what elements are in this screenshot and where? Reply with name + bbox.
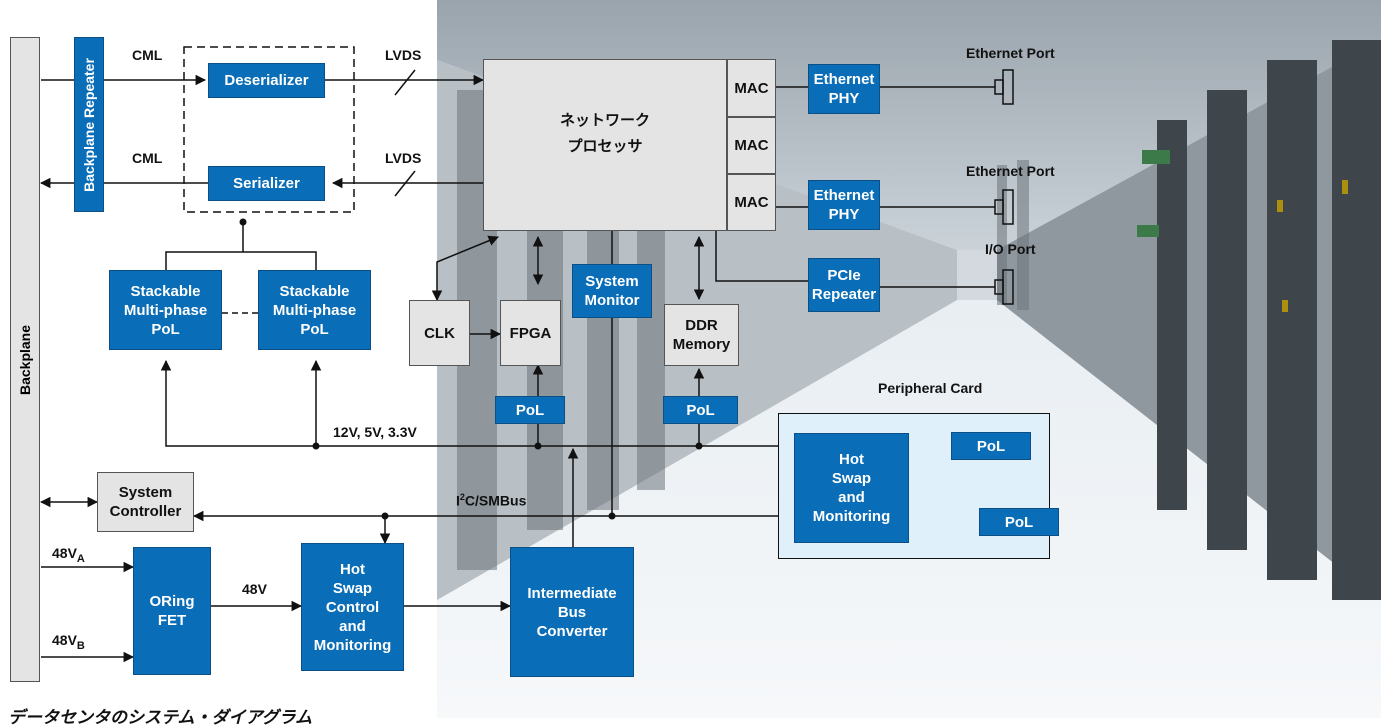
ddr-memory-block: DDR Memory [664, 304, 739, 366]
backplane-repeater-label: Backplane Repeater [81, 57, 97, 192]
network-processor-block: ネットワーク プロセッサ [483, 59, 727, 231]
fpga-block: FPGA [500, 300, 561, 366]
peripheral-card-label: Peripheral Card [878, 380, 983, 396]
backplane-bar: Backplane [10, 37, 40, 682]
deserializer-block: Deserializer [208, 63, 325, 98]
mac-block-2: MAC [727, 117, 776, 174]
ethernet-phy-block-1: Ethernet PHY [808, 64, 880, 114]
pcie-repeater-block: PCIe Repeater [808, 258, 880, 312]
pol-block-peripheral-2: PoL [979, 508, 1059, 536]
48v-label: 48V [242, 581, 267, 597]
48vb-label: 48VB [52, 632, 85, 652]
mac-block-3: MAC [727, 174, 776, 231]
ethernet-port-label-1: Ethernet Port [966, 45, 1055, 61]
ethernet-phy-block-2: Ethernet PHY [808, 180, 880, 230]
stackable-pol-block-1: Stackable Multi-phase PoL [109, 270, 222, 350]
lvds-label-top: LVDS [385, 47, 422, 63]
io-port-label: I/O Port [985, 241, 1036, 257]
mac-block-1: MAC [727, 59, 776, 117]
system-monitor-block: System Monitor [572, 264, 652, 318]
pol-block-peripheral-1: PoL [951, 432, 1031, 460]
lvds-label-bottom: LVDS [385, 150, 422, 166]
oring-fet-block: ORing FET [133, 547, 211, 675]
i2c-smbus-label: I2C/SMBus [456, 492, 527, 509]
cml-label-bottom: CML [132, 150, 163, 166]
ethernet-port-label-2: Ethernet Port [966, 163, 1055, 179]
backplane-repeater-block: Backplane Repeater [74, 37, 104, 212]
stackable-pol-block-2: Stackable Multi-phase PoL [258, 270, 371, 350]
backplane-label: Backplane [17, 324, 34, 395]
diagram-caption: データセンタのシステム・ダイアグラム [8, 708, 313, 727]
system-controller-block: System Controller [97, 472, 194, 532]
hot-swap-control-block: Hot Swap Control and Monitoring [301, 543, 404, 671]
clk-block: CLK [409, 300, 470, 366]
pol-block-ddr: PoL [663, 396, 738, 424]
48va-label: 48VA [52, 545, 85, 565]
cml-label-top: CML [132, 47, 163, 63]
hot-swap-monitoring-block: Hot Swap and Monitoring [794, 433, 909, 543]
pol-block-fpga: PoL [495, 396, 565, 424]
voltage-rails-label: 12V, 5V, 3.3V [333, 424, 417, 440]
intermediate-bus-converter-block: Intermediate Bus Converter [510, 547, 634, 677]
serializer-block: Serializer [208, 166, 325, 201]
